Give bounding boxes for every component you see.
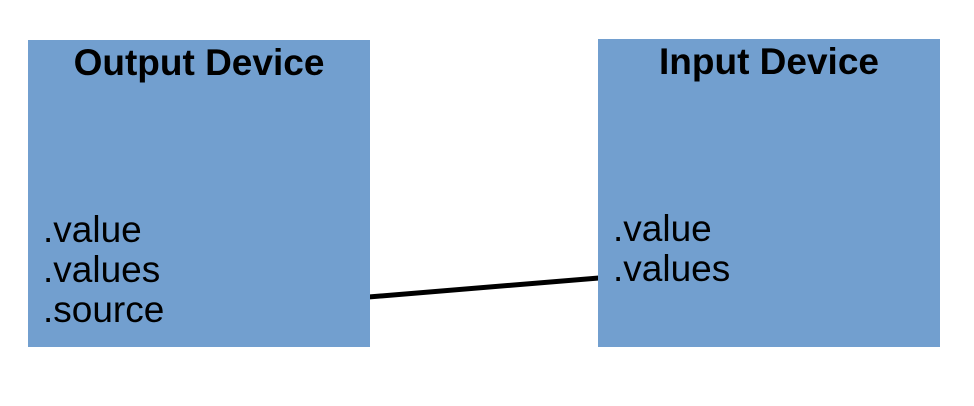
input-device-box: Input Device .value .values xyxy=(598,39,940,347)
output-device-box: Output Device .value .values .source xyxy=(28,40,370,347)
output-device-title: Output Device xyxy=(73,42,325,83)
input-property-value: .value xyxy=(613,208,712,249)
output-property-value: .value xyxy=(43,209,142,250)
output-device-properties: .value .values .source xyxy=(43,210,164,330)
input-device-properties: .value .values xyxy=(613,209,730,289)
input-property-values: .values xyxy=(613,248,731,289)
output-property-values: .values xyxy=(43,249,161,290)
output-property-source: .source xyxy=(43,289,165,330)
input-device-title: Input Device xyxy=(659,41,879,82)
